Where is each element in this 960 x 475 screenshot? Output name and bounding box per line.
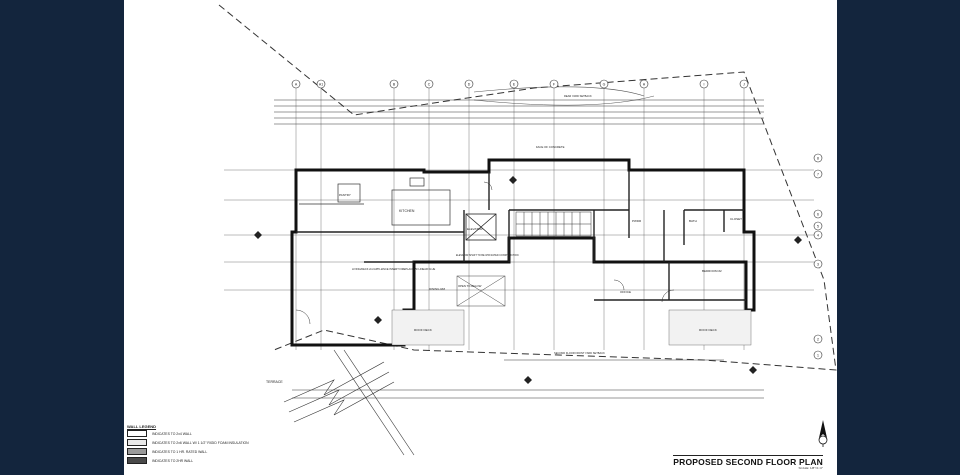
room-label-powder: PWDR (632, 219, 642, 223)
room-label-dining: DINING RM (429, 287, 446, 291)
roof-deck-left (391, 309, 465, 346)
grid-label-6: 6 (817, 213, 819, 217)
room-label-living: LIVING/DECK 2nd APPLIANCE INSERT FIREPLA… (352, 267, 435, 271)
north-arrow-icon (818, 420, 828, 447)
property-line (218, 4, 837, 371)
legend-text: INDICATES TO 2x4 WALL (152, 431, 192, 436)
grid-label-j: J (743, 83, 745, 87)
legend-swatch (127, 430, 147, 437)
grid-label-g: G (603, 83, 606, 87)
open-to-below (456, 275, 506, 307)
grid-label-7: 7 (817, 173, 819, 177)
terrace-stairs (283, 349, 415, 456)
legend-row: INDICATES TO 2HR WALL (127, 456, 255, 465)
grid-label-f: F (553, 83, 555, 87)
note-second-floor-line: SECOND FLOOR FRONT YARD SETBACK (554, 351, 605, 355)
section-markers (254, 176, 802, 384)
drawing-sheet: KITCHEN ELEVATOR LIVING/DECK 2nd APPLIAN… (124, 0, 837, 475)
title-block: PROPOSED SECOND FLOOR PLAN (673, 455, 823, 470)
roof-deck-right (668, 309, 752, 346)
grid-bubbles-right (813, 153, 823, 360)
door-swings (295, 181, 675, 325)
grid-label-d: D (468, 83, 471, 87)
note-face-concrete: FACE OF CONCRETE (536, 145, 565, 149)
room-label-office: OFFICE (620, 290, 631, 294)
grid-bubbles-top (291, 79, 749, 89)
wall-legend: WALL LEGEND INDICATES TO 2x4 WALL INDICA… (127, 424, 255, 465)
room-label-pantry: PANTRY (339, 193, 351, 197)
grid-label-h: H (643, 83, 646, 87)
grid-label-3: 3 (817, 263, 819, 267)
grid-label-i: I (704, 83, 705, 87)
grid-label-2: 2 (817, 338, 819, 342)
legend-swatch (127, 448, 147, 455)
grid-letters-top: A A1 B C D E F G H I J (295, 83, 745, 87)
grid-label-e: E (513, 83, 516, 87)
interior-walls (296, 170, 746, 301)
note-rear-setback: REAR YARD SETBACK (564, 94, 592, 98)
elevator-box (465, 213, 497, 241)
legend-text: INDICATES TO 2HR WALL (152, 458, 194, 463)
setback-arc-2 (473, 95, 655, 106)
grid-label-b: B (393, 83, 396, 87)
room-label-roof-deck-left: ROOF DECK (414, 328, 432, 332)
legend-row: INDICATES TO 1 HR. RATED WALL (127, 447, 255, 456)
grid-label-8: 8 (817, 157, 819, 161)
grid-label-5: 5 (817, 225, 819, 229)
scale-note: SCALE: 1/8"=1'-0" (798, 466, 823, 470)
room-label-elevator: ELEVATOR (467, 227, 483, 231)
sheet-title: PROPOSED SECOND FLOOR PLAN (673, 457, 823, 467)
grid-label-4: 4 (817, 234, 819, 238)
stair (515, 211, 592, 237)
legend-text: INDICATES TO 1 HR. RATED WALL (152, 449, 208, 454)
top-dimension-lines (274, 99, 764, 125)
room-label-bath: BATH (689, 219, 697, 223)
setback-arc (473, 86, 645, 97)
kitchen-counters (299, 177, 451, 226)
room-label-closet: CLOSET (730, 217, 742, 221)
grid-label-1: 1 (817, 354, 819, 358)
floor-plan-drawing: KITCHEN ELEVATOR LIVING/DECK 2nd APPLIAN… (218, 4, 837, 456)
legend-title: WALL LEGEND (127, 424, 157, 429)
grid-label-a: A (295, 83, 298, 87)
room-label-bedroom: BEDROOM #2 (702, 269, 722, 273)
legend-swatch (127, 457, 147, 464)
grid-label-c: C (428, 83, 431, 87)
note-elevator-shaft: ELEVATOR SHAFT TO BE 1HR RATED CONSTRUCT… (456, 254, 519, 257)
legend-text: INDICATES TO 2x6 WALL W/ 1 1/2" RIGID FO… (152, 440, 249, 445)
bottom-dimension-lines (292, 359, 764, 399)
room-label-open-below: OPEN TO BELOW (458, 284, 482, 288)
grid-label-a1: A1 (319, 83, 323, 87)
room-label-kitchen: KITCHEN (399, 209, 415, 213)
legend-row: INDICATES TO 2x6 WALL W/ 1 1/2" RIGID FO… (127, 438, 255, 447)
legend-swatch (127, 439, 147, 446)
room-label-terrace: TERRACE (266, 380, 283, 384)
grid-numbers-right: 8 7 6 5 4 3 2 1 (817, 157, 819, 358)
room-label-roof-deck-right: ROOF DECK (699, 328, 717, 332)
legend-row: INDICATES TO 2x4 WALL (127, 429, 255, 438)
